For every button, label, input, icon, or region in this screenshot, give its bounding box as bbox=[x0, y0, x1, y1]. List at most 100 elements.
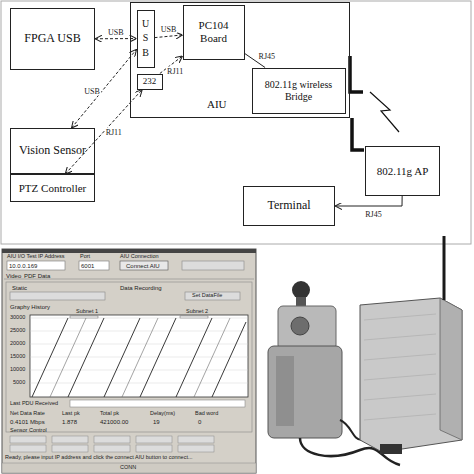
button bbox=[94, 445, 130, 452]
status-bar bbox=[2, 463, 256, 473]
ui-text: Set DataFile bbox=[192, 293, 222, 299]
component-box: 232 bbox=[137, 74, 163, 90]
ui-text: Data Recording bbox=[120, 285, 162, 291]
signal-label: RJ45 bbox=[364, 210, 382, 219]
connector bbox=[155, 35, 183, 38]
grid-line bbox=[30, 383, 248, 384]
box-label: PTZ Controller bbox=[17, 182, 89, 195]
button bbox=[10, 445, 46, 452]
box-label: 802.11g wireless Bridge bbox=[253, 79, 345, 102]
button bbox=[136, 436, 172, 443]
fin bbox=[364, 414, 436, 420]
ui-text: Static bbox=[12, 285, 27, 291]
group-box: U S B 232 PC104 Board 802.11g wireless Brid… bbox=[130, 2, 350, 118]
fin bbox=[364, 394, 436, 400]
fin bbox=[364, 354, 436, 360]
app-window bbox=[2, 249, 256, 473]
ui-text: PDF Data bbox=[24, 273, 50, 279]
ip-input bbox=[7, 261, 65, 270]
button bbox=[178, 436, 214, 443]
ui-text: 20000 bbox=[10, 341, 25, 347]
box-label: Vision Sensor bbox=[17, 144, 88, 158]
grid-line bbox=[30, 318, 248, 319]
connect-button bbox=[120, 261, 168, 270]
fin bbox=[364, 314, 436, 320]
ui-text: 6001 bbox=[81, 263, 94, 269]
ptz-head bbox=[278, 306, 336, 350]
ui-text: 10000 bbox=[10, 367, 25, 373]
ptz-base bbox=[268, 346, 342, 438]
connector bbox=[72, 49, 137, 128]
ui-text: Last pk bbox=[62, 411, 80, 417]
signal-label: RJ45 bbox=[258, 52, 276, 61]
box-label: Terminal bbox=[265, 199, 312, 213]
sawtooth-series bbox=[32, 318, 246, 397]
component-box: U S B bbox=[137, 10, 155, 68]
subnet-marker bbox=[70, 316, 98, 318]
ui-text: Port bbox=[80, 254, 90, 260]
connector bbox=[95, 38, 137, 39]
signal-label: RJ11 bbox=[105, 127, 123, 136]
component-box: Terminal bbox=[243, 186, 335, 226]
ui-text: 5000 bbox=[13, 380, 25, 386]
signal-label: USB bbox=[83, 86, 101, 95]
button bbox=[10, 436, 46, 443]
ui-text: 1.878 bbox=[62, 419, 77, 425]
group-box bbox=[6, 282, 252, 432]
signal-label: RJ11 bbox=[166, 66, 184, 75]
camera-dome bbox=[292, 281, 310, 299]
fin bbox=[364, 334, 436, 340]
signal-label: USB bbox=[160, 25, 178, 34]
ui-text: AIU Connection bbox=[120, 254, 159, 260]
component-box: Vision Sensor bbox=[10, 128, 95, 174]
window-titlebar bbox=[2, 249, 256, 253]
ui-text: Bad word bbox=[195, 411, 218, 417]
component-box: 802.11g AP bbox=[365, 146, 440, 196]
diagram-frame bbox=[1, 1, 471, 244]
component-box: PC104 Board bbox=[183, 5, 245, 60]
cable bbox=[340, 420, 362, 440]
ui-text: CONN bbox=[120, 465, 136, 471]
component-box: 802.11g wireless Bridge bbox=[252, 68, 346, 114]
button bbox=[52, 436, 88, 443]
ui-text: Connect AIU bbox=[126, 263, 160, 269]
connector bbox=[335, 196, 402, 206]
ui-text: Subnet 2 bbox=[186, 309, 208, 315]
fin bbox=[364, 374, 436, 380]
ui-text: 30000 bbox=[10, 315, 25, 321]
control-buttons bbox=[10, 436, 214, 452]
aiu-enclosure bbox=[360, 298, 462, 452]
bridge-antenna bbox=[350, 56, 363, 92]
box-label: PC104 Board bbox=[184, 19, 244, 44]
ptz-base-side bbox=[276, 356, 294, 426]
ui-text: 0 bbox=[198, 419, 201, 425]
ui-text: Total pk bbox=[100, 411, 119, 417]
ui-text: 15000 bbox=[10, 354, 25, 360]
button bbox=[178, 445, 214, 452]
component-box: FPGA USB bbox=[10, 8, 95, 70]
static-button bbox=[10, 292, 105, 300]
sawtooth-series bbox=[50, 318, 230, 397]
aiu-enclosure-side bbox=[440, 298, 462, 440]
disabled-button bbox=[182, 261, 244, 270]
ui-text: 10.0.0.169 bbox=[9, 263, 37, 269]
box-label: 232 bbox=[141, 76, 159, 86]
enclosure-fins bbox=[364, 314, 436, 420]
connector bbox=[65, 90, 142, 175]
ui-text: Ready, please input IP address and click… bbox=[5, 455, 193, 461]
grid-line bbox=[30, 344, 248, 345]
ap-antenna bbox=[352, 118, 364, 150]
ui-text: Graphy History bbox=[10, 304, 50, 310]
ui-text: Last PDU Received bbox=[10, 401, 58, 407]
button bbox=[52, 445, 88, 452]
ui-text: Sensor Control bbox=[10, 428, 47, 434]
ui-text: 421000.00 bbox=[100, 419, 128, 425]
ui-text: Delay(ms) bbox=[150, 411, 175, 417]
button bbox=[94, 436, 130, 443]
ui-text: Video bbox=[6, 273, 21, 279]
box-label: FPGA USB bbox=[22, 32, 82, 46]
chart-area bbox=[30, 315, 248, 397]
